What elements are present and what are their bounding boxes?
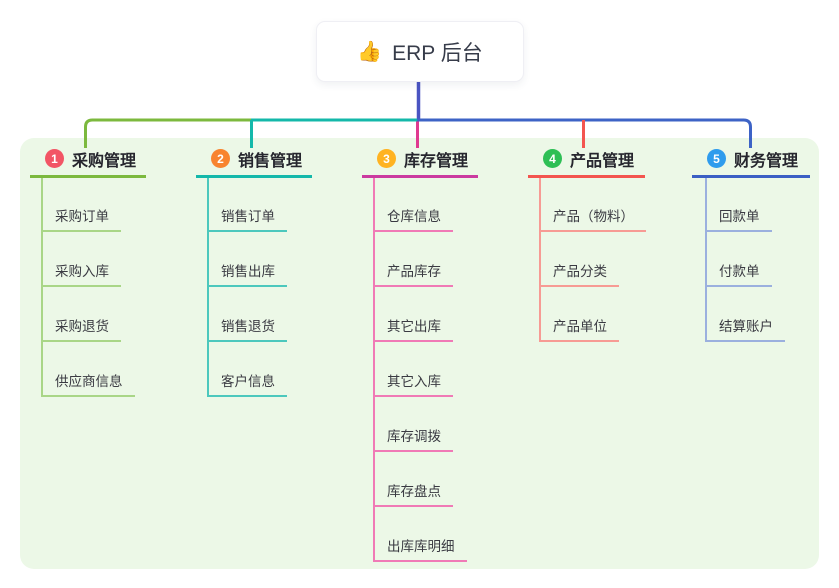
branch-5-badge: 5 (707, 149, 726, 168)
node-sales-return[interactable]: 销售退货 (207, 315, 287, 342)
branch-finance-management[interactable]: 5 财务管理 (692, 146, 810, 178)
root-node-erp[interactable]: 👍 ERP 后台 (316, 21, 524, 82)
branch-3-badge: 3 (377, 149, 396, 168)
branch-1-badge: 1 (45, 149, 64, 168)
branch-sales-management[interactable]: 2 销售管理 (196, 146, 312, 178)
node-purchase-order[interactable]: 采购订单 (41, 205, 121, 232)
node-other-inbound[interactable]: 其它入库 (373, 370, 453, 397)
purchase-connector-line (84, 118, 251, 148)
branch-inventory-management[interactable]: 3 库存管理 (362, 146, 478, 178)
node-product-category[interactable]: 产品分类 (539, 260, 619, 287)
node-customer-info[interactable]: 客户信息 (207, 370, 287, 397)
node-product-stock[interactable]: 产品库存 (373, 260, 453, 287)
node-product-material[interactable]: 产品（物料） (539, 205, 646, 232)
branch-product-management[interactable]: 4 产品管理 (528, 146, 645, 178)
branch-5-spine-line (705, 178, 707, 342)
branch-3-spine-line (373, 178, 375, 562)
node-product-unit[interactable]: 产品单位 (539, 315, 619, 342)
node-supplier-info[interactable]: 供应商信息 (41, 370, 135, 397)
branch-purchase-management[interactable]: 1 采购管理 (30, 146, 146, 178)
root-node-label: ERP 后台 (392, 41, 483, 65)
finance-connector-line (417, 118, 752, 148)
thumbs-up-icon: 👍 (357, 41, 383, 63)
node-stock-transfer[interactable]: 库存调拨 (373, 425, 453, 452)
branch-4-label: 产品管理 (570, 152, 635, 170)
branch-4-badge: 4 (543, 149, 562, 168)
node-purchase-return[interactable]: 采购退货 (41, 315, 121, 342)
node-payment-bill[interactable]: 付款单 (705, 260, 772, 287)
branches-background-panel (20, 138, 819, 569)
branch-2-spine-line (207, 178, 209, 397)
node-sales-order[interactable]: 销售订单 (207, 205, 287, 232)
node-stock-taking[interactable]: 库存盘点 (373, 480, 453, 507)
node-other-outbound[interactable]: 其它出库 (373, 315, 453, 342)
node-outbound-detail[interactable]: 出库库明细 (373, 535, 467, 562)
branch-1-spine-line (41, 178, 43, 397)
branch-1-label: 采购管理 (72, 152, 137, 170)
branch-5-label: 财务管理 (734, 152, 799, 170)
node-receipt-bill[interactable]: 回款单 (705, 205, 772, 232)
branch-2-label: 销售管理 (238, 152, 303, 170)
branch-2-badge: 2 (211, 149, 230, 168)
branch-3-label: 库存管理 (404, 152, 469, 170)
node-purchase-inbound[interactable]: 采购入库 (41, 260, 121, 287)
node-settlement-account[interactable]: 结算账户 (705, 315, 785, 342)
branch-4-spine-line (539, 178, 541, 342)
node-warehouse-info[interactable]: 仓库信息 (373, 205, 453, 232)
node-sales-outbound[interactable]: 销售出库 (207, 260, 287, 287)
